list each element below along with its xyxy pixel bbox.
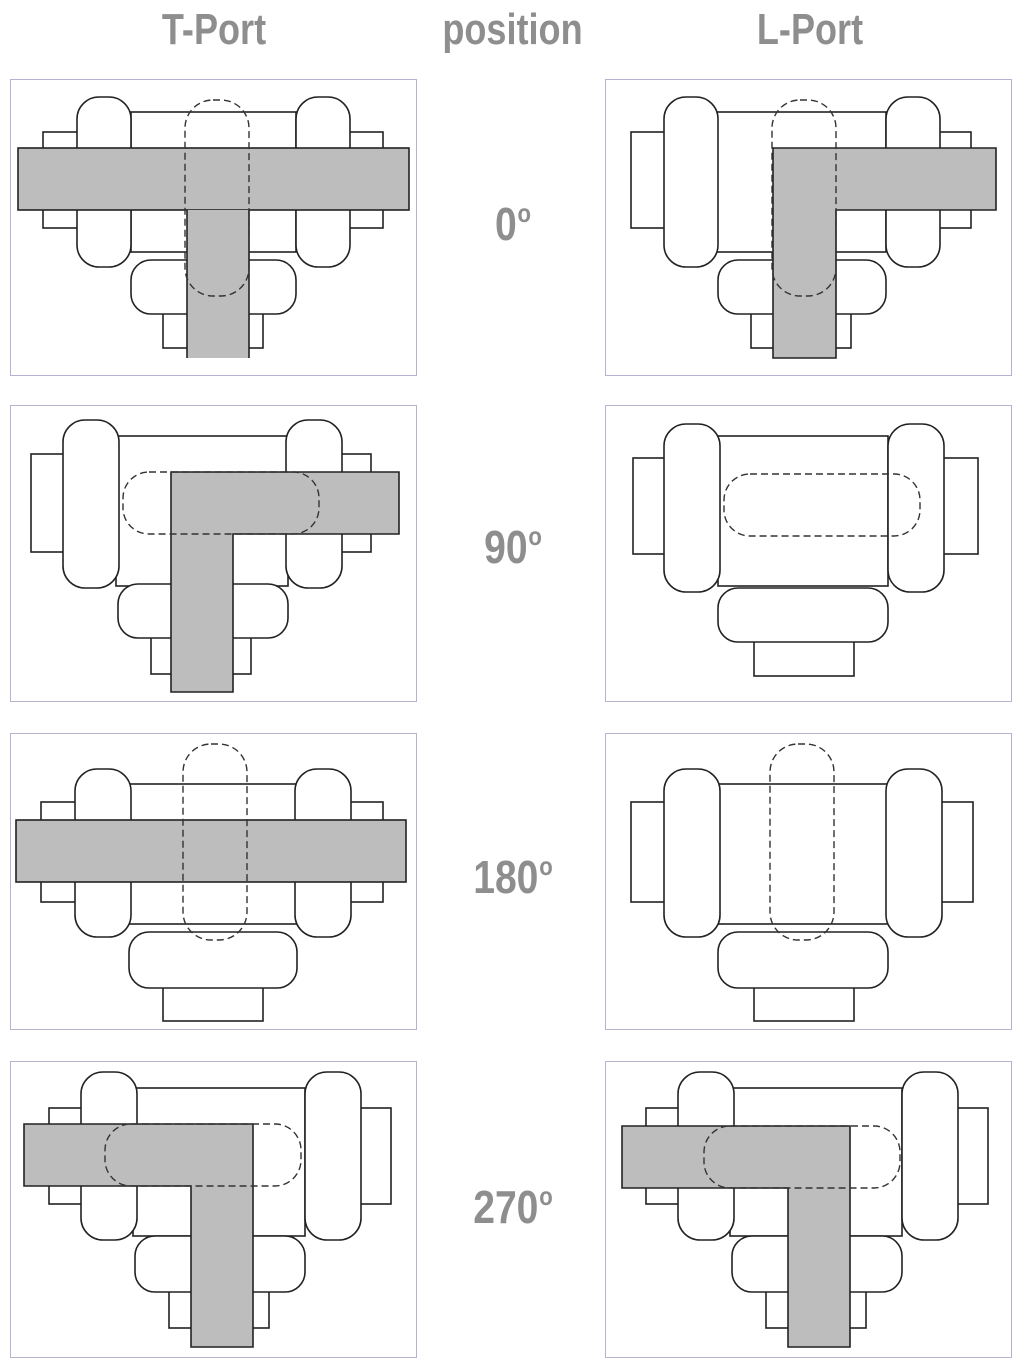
flow-path <box>170 471 400 693</box>
flow-path <box>621 1125 851 1348</box>
flow-path <box>15 819 407 883</box>
l-port-diagram-180 <box>605 733 1012 1030</box>
t-port-header: T-Port <box>161 5 267 54</box>
ball-bore-hidden <box>703 1125 901 1189</box>
valve-body <box>40 768 384 1022</box>
position-label-270: 270o <box>473 1181 553 1233</box>
flow-path <box>772 147 997 359</box>
valve-body <box>632 423 979 677</box>
valve-body <box>630 768 974 1022</box>
position-label-180: 180o <box>473 851 553 903</box>
l-port-diagram-90 <box>605 405 1012 702</box>
ball-bore-hidden <box>769 743 835 941</box>
ball-bore-hidden <box>122 471 320 535</box>
ball-bore-hidden <box>182 743 248 941</box>
ball-bore-hidden <box>184 99 250 297</box>
t-port-diagram-0 <box>10 79 417 376</box>
l-port-diagram-0 <box>605 79 1012 376</box>
ball-bore-hidden <box>723 473 921 537</box>
t-port-diagram-90 <box>10 405 417 702</box>
ball-bore-hidden <box>104 1123 302 1187</box>
t-port-diagram-270 <box>10 1061 417 1358</box>
ball-bore-hidden <box>771 99 837 297</box>
flow-path <box>17 147 410 358</box>
l-port-diagram-270 <box>605 1061 1012 1358</box>
position-label-90: 90o <box>484 521 542 573</box>
t-port-diagram-180 <box>10 733 417 1030</box>
position-header: position <box>442 5 583 54</box>
l-port-header: L-Port <box>756 5 864 54</box>
position-label-0: 0o <box>494 198 532 250</box>
